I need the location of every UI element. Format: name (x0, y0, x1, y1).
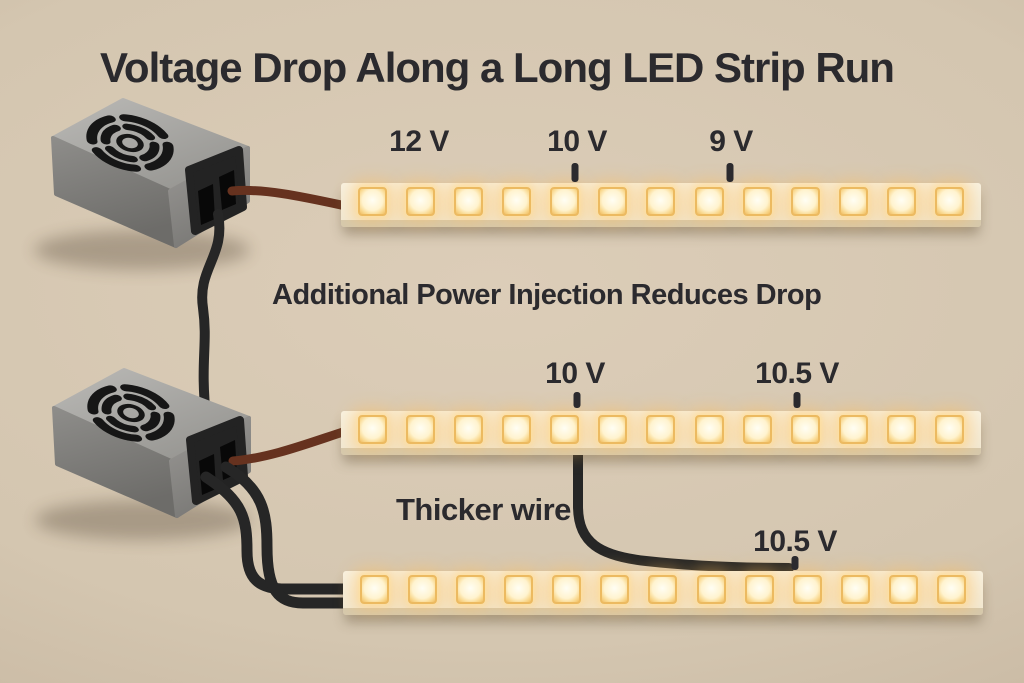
led (552, 575, 582, 604)
page-title: Voltage Drop Along a Long LED Strip Run (100, 44, 895, 91)
wire-thick-psu2-to-strip3-a (200, 471, 358, 595)
led (502, 187, 532, 216)
wire-brown-psu1-to-strip1 (227, 185, 351, 211)
led (648, 575, 678, 604)
led (360, 575, 389, 604)
wire-thick-psu2-to-strip3-b (220, 461, 356, 609)
tick-mark (573, 392, 581, 408)
led (454, 415, 484, 444)
tick-mark (726, 163, 734, 182)
led (790, 415, 820, 444)
subtitle: Additional Power Injection Reduces Drop (272, 279, 822, 311)
led (886, 415, 916, 444)
led (888, 575, 918, 604)
led (358, 415, 387, 444)
tick-mark (791, 556, 799, 570)
led (792, 575, 822, 604)
led (934, 187, 964, 216)
led (744, 575, 774, 604)
led (358, 187, 387, 216)
voltage-label-10-5v-middle: 10.5 V (755, 357, 839, 390)
led (838, 415, 868, 444)
led (694, 187, 724, 216)
led (550, 187, 580, 216)
wire-black-psu1-to-psu2 (197, 209, 225, 423)
led (696, 575, 726, 604)
led (790, 187, 820, 216)
voltage-label-10v-middle: 10 V (545, 357, 605, 390)
led (694, 415, 724, 444)
led (646, 415, 676, 444)
led (934, 415, 964, 444)
voltage-label-10v-top: 10 V (547, 125, 607, 158)
led (742, 415, 772, 444)
led (838, 187, 868, 216)
led (646, 187, 676, 216)
wire-brown-psu2-to-strip2 (228, 426, 351, 466)
led (840, 575, 870, 604)
voltage-label-12v: 12 V (389, 125, 449, 158)
led (454, 187, 484, 216)
thicker-wire-label: Thicker wire (396, 492, 571, 527)
led (502, 415, 532, 444)
led-strip-top (341, 183, 981, 227)
led (408, 575, 438, 604)
led (886, 187, 916, 216)
led (598, 415, 628, 444)
led (406, 187, 436, 216)
psu-shadow (35, 500, 251, 540)
led-strip-middle (341, 411, 981, 455)
led-strip-bottom (343, 571, 983, 615)
led (406, 415, 436, 444)
voltage-label-9v: 9 V (709, 125, 753, 158)
wire-power-injection (573, 445, 794, 573)
led (742, 187, 772, 216)
voltage-label-10-5v-bottom: 10.5 V (753, 525, 837, 558)
psu-shadow (34, 230, 250, 270)
tick-mark (571, 163, 579, 182)
tick-mark (793, 392, 801, 408)
led (936, 575, 966, 604)
led (598, 187, 628, 216)
led (550, 415, 580, 444)
led (456, 575, 486, 604)
led (504, 575, 534, 604)
led (600, 575, 630, 604)
